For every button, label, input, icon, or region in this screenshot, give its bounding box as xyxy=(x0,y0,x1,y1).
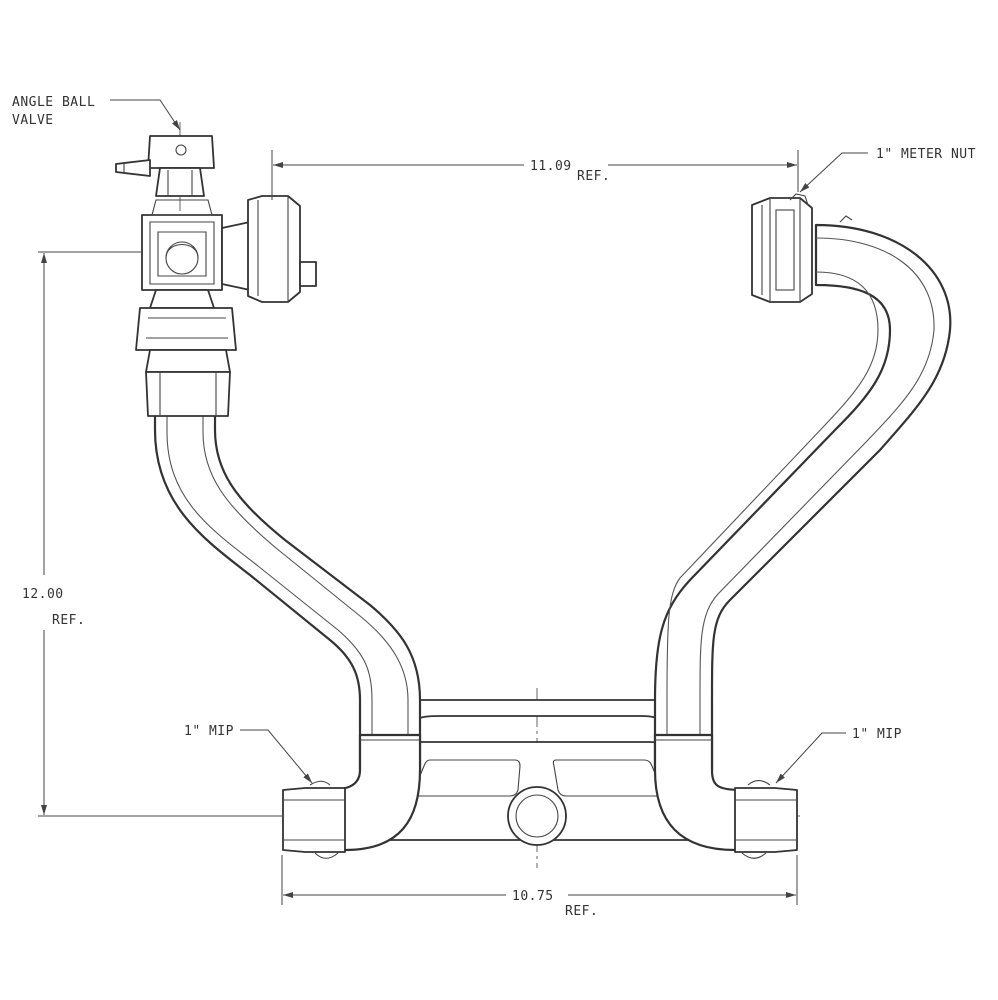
dimension-bottom-value: 10.75 xyxy=(512,889,554,904)
dimension-bottom xyxy=(281,855,798,905)
manifold-body xyxy=(384,699,691,846)
angle-ball-valve-label-line2: VALVE xyxy=(12,113,54,128)
dimension-height xyxy=(38,251,282,817)
mip-right-label: 1" MIP xyxy=(852,727,902,742)
dimension-top xyxy=(271,150,799,200)
meter-nut-right xyxy=(751,193,853,303)
angle-ball-valve xyxy=(115,135,317,417)
dimension-height-value: 12.00 xyxy=(22,587,64,602)
dimension-height-ref: REF. xyxy=(52,613,85,628)
left-pipe xyxy=(153,348,422,859)
dimension-bottom-ref: REF. xyxy=(565,904,598,919)
right-pipe xyxy=(653,223,952,859)
leaders xyxy=(110,99,868,784)
dimension-top-ref: REF. xyxy=(577,169,610,184)
mip-left-label: 1" MIP xyxy=(184,724,234,739)
meter-nut-label: 1" METER NUT xyxy=(876,147,976,162)
angle-ball-valve-label: ANGLE BALL xyxy=(12,95,95,110)
dimension-top-value: 11.09 xyxy=(530,159,572,174)
